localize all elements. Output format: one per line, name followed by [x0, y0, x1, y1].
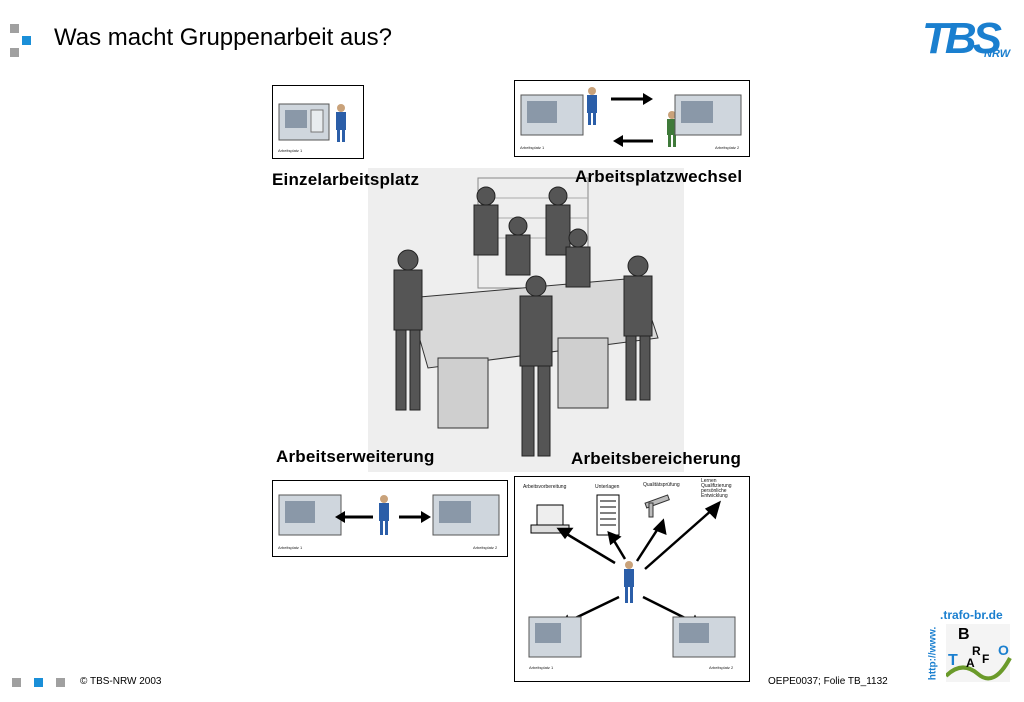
caption-ap1: Arbeitsplatz 1	[278, 148, 303, 153]
tbs-logo-sub: NRW	[984, 48, 1011, 60]
machine-illustration	[278, 103, 346, 142]
frame-arbeitsbereicherung: Arbeitsvorbereitung Unterlagen Qualitäts…	[514, 476, 750, 682]
trafo-r: R	[972, 644, 981, 658]
caption-ap1-erweiterung: Arbeitsplatz 1	[278, 545, 303, 550]
caption-ap1-bereicherung: Arbeitsplatz 1	[529, 665, 554, 670]
trafo-prefix: http://www.	[927, 626, 939, 681]
page-title: Was macht Gruppenarbeit aus?	[54, 24, 392, 51]
frame-arbeitsplatzwechsel: Arbeitsplatz 1 Arbeitsplatz 2	[514, 80, 750, 157]
footer-reference: OEPE0037; Folie TB_1132	[768, 676, 888, 687]
trafo-f: F	[982, 652, 990, 666]
heading-arbeitsbereicherung: Arbeitsbereicherung	[571, 449, 742, 468]
frame-einzelarbeitsplatz: Arbeitsplatz 1	[272, 85, 364, 159]
caption-ap1-wechsel: Arbeitsplatz 1	[520, 145, 545, 150]
label-arbeitsvorbereitung: Arbeitsvorbereitung	[523, 484, 567, 490]
workshop-sketch	[393, 177, 659, 457]
caption-ap2-bereicherung: Arbeitsplatz 2	[709, 665, 734, 670]
heading-einzelarbeitsplatz: Einzelarbeitsplatz	[272, 170, 420, 189]
label-qualitaetspruefung: Qualitätsprüfung	[643, 482, 680, 488]
wechsel-illustration	[520, 87, 742, 147]
trafo-a: A	[966, 656, 975, 670]
label-lernen: Lernen Qualifizierung persönliche Entwic…	[701, 478, 732, 499]
trafo-t: T	[948, 652, 958, 669]
footer-copyright: © TBS-NRW 2003	[80, 676, 162, 687]
caption-ap2-erweiterung: Arbeitsplatz 2	[473, 545, 498, 550]
caption-ap2-wechsel: Arbeitsplatz 2	[715, 145, 740, 150]
tbs-logo-main: TBS	[922, 14, 1002, 63]
trafo-logo: .trafo-br.de http://www. B R T A F O	[927, 606, 1018, 690]
group-work-illustration	[368, 168, 684, 472]
frame-arbeitserweiterung: Arbeitsplatz 1 Arbeitsplatz 2	[272, 480, 508, 557]
bereicherung-illustration	[528, 494, 736, 658]
erweiterung-illustration	[278, 494, 500, 536]
footer-squares	[12, 678, 72, 688]
trafo-b: B	[958, 626, 970, 643]
label-unterlagen: Unterlagen	[595, 484, 620, 490]
trafo-o: O	[998, 642, 1009, 658]
heading-arbeitserweiterung: Arbeitserweiterung	[276, 447, 435, 466]
title-bullet	[10, 24, 40, 57]
tbs-logo: TBS NRW	[922, 14, 1014, 66]
trafo-wave	[946, 624, 1012, 682]
heading-arbeitsplatzwechsel: Arbeitsplatzwechsel	[575, 167, 743, 186]
trafo-url: .trafo-br.de	[940, 608, 1003, 622]
